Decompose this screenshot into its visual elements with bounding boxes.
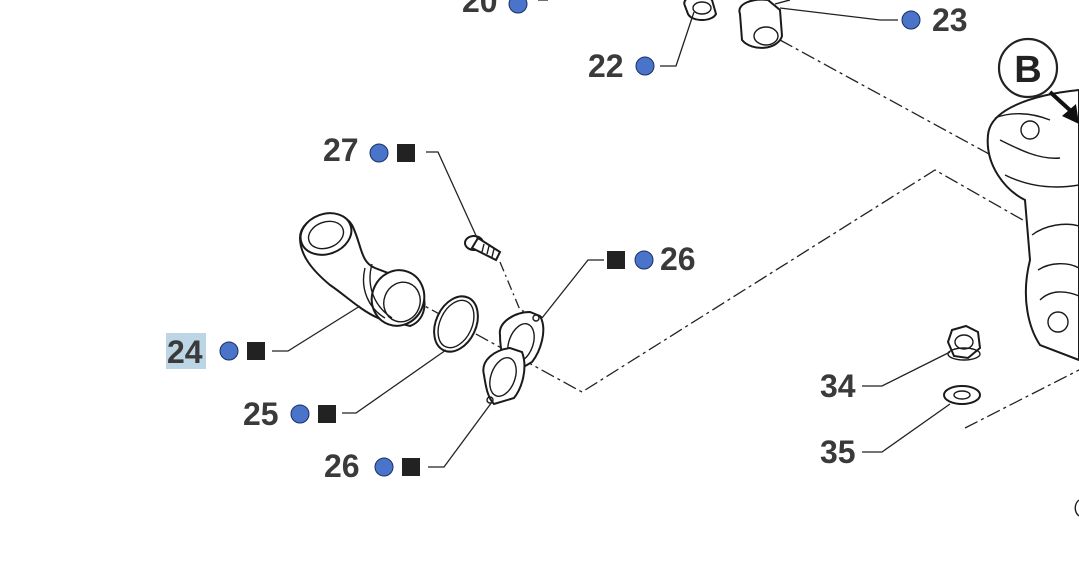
callout-number: 26 [660, 241, 696, 277]
marker-square-icon [402, 458, 420, 476]
callout-number: 23 [932, 2, 968, 38]
nut-part-34 [946, 324, 982, 361]
marker-square-icon [607, 251, 625, 269]
marker-circle-icon [219, 341, 239, 361]
edge-fragment [1074, 499, 1079, 517]
assembly-centerline-upper [779, 39, 1001, 161]
marker-square-icon [397, 144, 415, 162]
callout-23: 23 [901, 2, 968, 38]
marker-circle-icon [290, 404, 310, 424]
bolt-centerline [499, 261, 546, 319]
callout-24: 24 [166, 333, 265, 370]
marker-circle-icon [901, 10, 921, 30]
callout-25: 25 [243, 396, 336, 432]
search-highlight [166, 333, 206, 369]
callout-number: 26 [324, 448, 360, 484]
linkage-part-23 [738, 0, 791, 49]
callout-number: 34 [820, 368, 856, 404]
elbow-pipe-part-24 [298, 212, 426, 328]
marker-circle-icon [508, 0, 528, 14]
marker-circle-icon [369, 143, 389, 163]
view-letter: B [1014, 49, 1041, 91]
o-ring-part-25 [433, 295, 479, 353]
marker-square-icon [247, 342, 265, 360]
marker-circle-icon [634, 250, 654, 270]
washer-part-35 [943, 385, 981, 405]
callout-number: 27 [323, 132, 359, 168]
assembly-centerline-main [409, 169, 1079, 393]
linkage-part-22 [683, 0, 718, 21]
callout-number: 35 [820, 434, 856, 470]
assembly-centerline-lower [964, 369, 1079, 429]
callout-27: 27 [323, 132, 415, 168]
view-indicator-b: B [997, 37, 1079, 124]
callout-22: 22 [588, 48, 655, 84]
gasket-part-26-lower [482, 346, 526, 406]
marker-square-icon [318, 405, 336, 423]
bolt-part-27 [464, 235, 502, 262]
marker-circle-icon [374, 457, 394, 477]
callout-number: 20 [462, 0, 498, 19]
callout-35: 35 [820, 434, 856, 470]
engine-block-part [986, 88, 1079, 362]
leader-lines [272, 0, 951, 468]
callout-26-upper: 26 [607, 241, 696, 277]
callout-number: 25 [243, 396, 279, 432]
marker-circle-icon [635, 56, 655, 76]
callout-26-lower: 26 [324, 448, 420, 484]
callout-34: 34 [820, 368, 856, 404]
callout-number: 22 [588, 48, 624, 84]
callout-20: 20 [462, 0, 528, 19]
callout-number: 24 [167, 334, 203, 370]
